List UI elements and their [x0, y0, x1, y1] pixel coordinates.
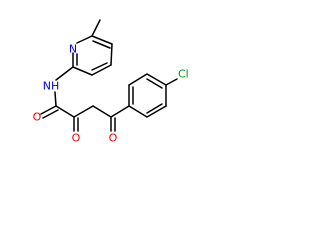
atom-label-chlorine: Cl	[178, 68, 189, 81]
atom-label-amide-nh: NH	[43, 80, 60, 93]
bond-nh-amide-c	[54, 91, 57, 107]
bond-ring-c6-c5	[91, 35, 113, 45]
bond-ring-c4-c3-double	[91, 62, 108, 71]
bond-c2-nh	[55, 66, 74, 81]
atom-label-amide-o: O	[33, 111, 42, 124]
bond-aryl-c5-c6-double	[146, 103, 163, 114]
bond-aryl-c3-c4-double	[146, 78, 163, 89]
bond-aryl-c6-c1	[128, 105, 148, 118]
bond-methyl	[91, 19, 101, 37]
bond-layer	[40, 19, 178, 132]
bond-ring-c5-c5-double	[92, 40, 111, 49]
bond-amide-c-o-double	[42, 109, 59, 119]
bond-alpha-c-ch2	[73, 105, 94, 118]
structure-canvas: N NH O O O Cl	[0, 0, 225, 169]
atom-label-alpha-keto-o: O	[72, 132, 81, 145]
bond-ring-c3-c2	[72, 66, 93, 76]
atom-label-layer: N NH O O O Cl	[33, 43, 189, 145]
bond-aryl-c5-c6	[146, 105, 167, 118]
bond-ch2-keto-c	[92, 105, 112, 118]
bond-aryl-c2-c3	[128, 73, 148, 86]
atom-label-aryl-keto-o: O	[109, 132, 118, 145]
bond-amide-c-alpha-c	[55, 105, 75, 118]
bond-ring-n-c6	[76, 35, 93, 44]
bond-aryl-cl	[165, 78, 178, 86]
bond-amide-c-o	[40, 105, 57, 115]
atom-label-pyridine-n: N	[69, 43, 77, 56]
bond-ring-c5-c4	[110, 43, 113, 66]
molecule-structure: N NH O O O Cl	[33, 19, 189, 145]
bond-ring-c4-c3	[91, 64, 112, 76]
bond-aryl-c3-c4	[146, 73, 167, 86]
bond-keto-c-aryl	[110, 105, 130, 118]
